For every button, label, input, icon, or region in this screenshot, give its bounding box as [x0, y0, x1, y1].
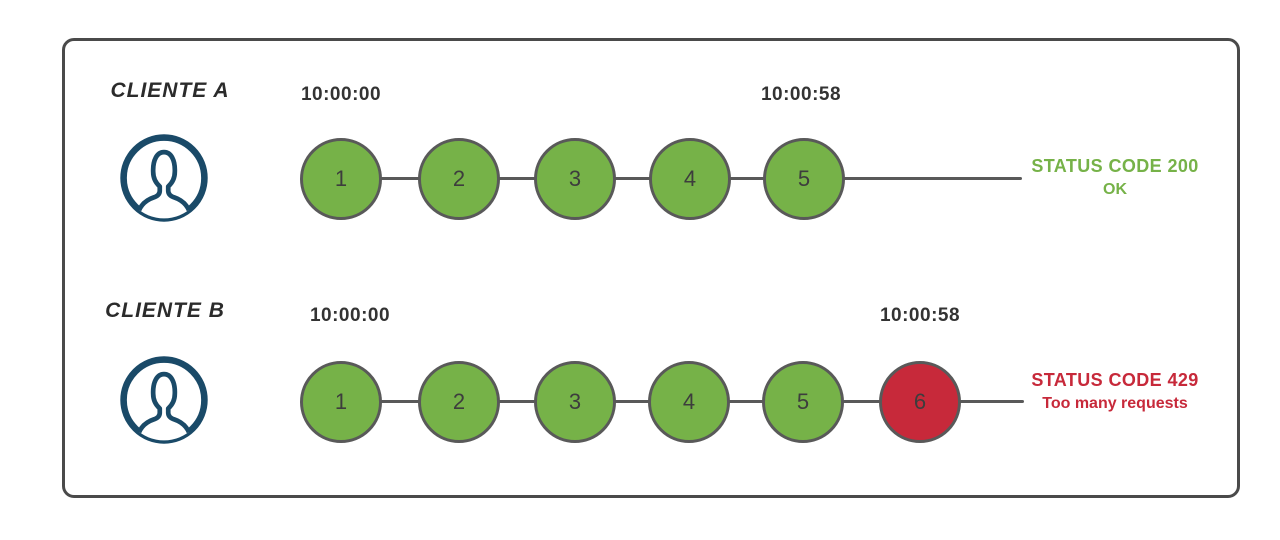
- user-avatar-icon: [117, 353, 211, 447]
- request-node-1: 1: [300, 138, 382, 220]
- status-message-line: Too many requests: [1042, 394, 1188, 412]
- start-timestamp: 10:00:00: [300, 84, 382, 105]
- request-node-6-blocked: 6: [879, 361, 961, 443]
- status-text: STATUS CODE 200 OK: [1025, 156, 1205, 199]
- request-node-4: 4: [649, 138, 731, 220]
- request-node-2: 2: [418, 138, 500, 220]
- request-node-5: 5: [762, 361, 844, 443]
- status-message-line: OK: [1103, 180, 1127, 198]
- start-timestamp: 10:00:00: [309, 305, 391, 326]
- status-code-line: STATUS CODE 200: [1031, 156, 1199, 176]
- client-a-label: CLIENTE A: [110, 79, 230, 102]
- end-timestamp: 10:00:58: [879, 305, 961, 326]
- request-node-5: 5: [763, 138, 845, 220]
- request-node-3: 3: [534, 138, 616, 220]
- request-node-2: 2: [418, 361, 500, 443]
- user-avatar-icon: [117, 131, 211, 225]
- request-node-1: 1: [300, 361, 382, 443]
- client-b-label: CLIENTE B: [105, 299, 225, 322]
- request-node-3: 3: [534, 361, 616, 443]
- request-node-4: 4: [648, 361, 730, 443]
- end-timestamp: 10:00:58: [760, 84, 842, 105]
- status-text: STATUS CODE 429 Too many requests: [1025, 370, 1205, 413]
- status-code-line: STATUS CODE 429: [1031, 370, 1199, 390]
- diagram-frame: [62, 38, 1240, 498]
